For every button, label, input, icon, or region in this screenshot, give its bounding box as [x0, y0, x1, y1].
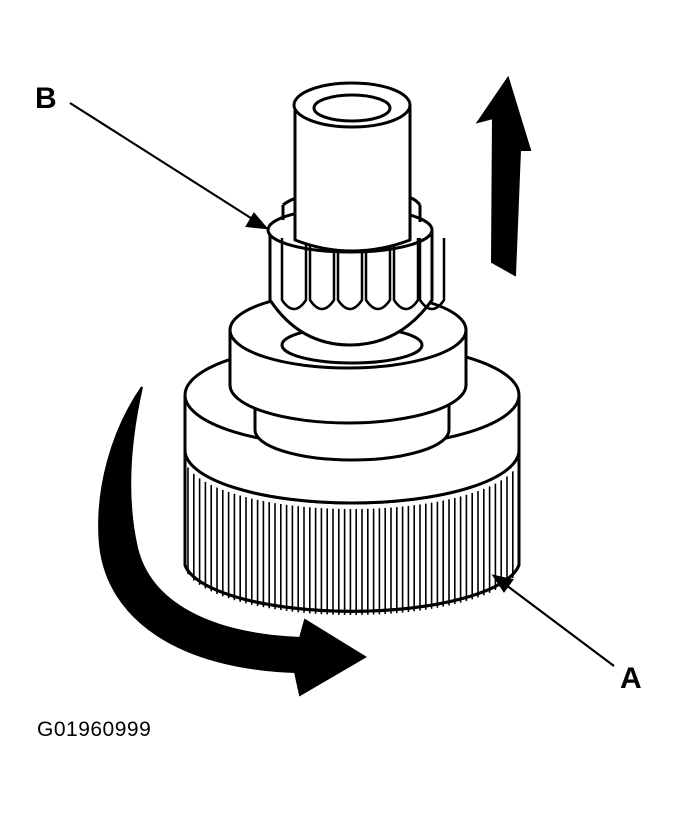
- leader-line-b: [69, 102, 255, 221]
- curved-rotation-arrow-icon: [98, 386, 367, 697]
- pinion-tooth: [336, 238, 364, 311]
- leader-line-a: [505, 584, 615, 667]
- upward-arrow-icon: [475, 75, 532, 277]
- pinion-tooth: [418, 238, 446, 311]
- pinion-tooth: [364, 238, 392, 311]
- leader-arrowhead-b: [245, 212, 269, 230]
- leader-arrowhead-a: [491, 574, 514, 593]
- figure-id: G01960999: [37, 718, 152, 741]
- pinion-tooth: [280, 238, 308, 311]
- pinion-tooth: [308, 238, 336, 311]
- pinion-shaft: [292, 81, 412, 253]
- pinion-tooth: [392, 238, 420, 311]
- callout-b-label: B: [35, 82, 57, 115]
- callout-a-label: A: [620, 662, 642, 695]
